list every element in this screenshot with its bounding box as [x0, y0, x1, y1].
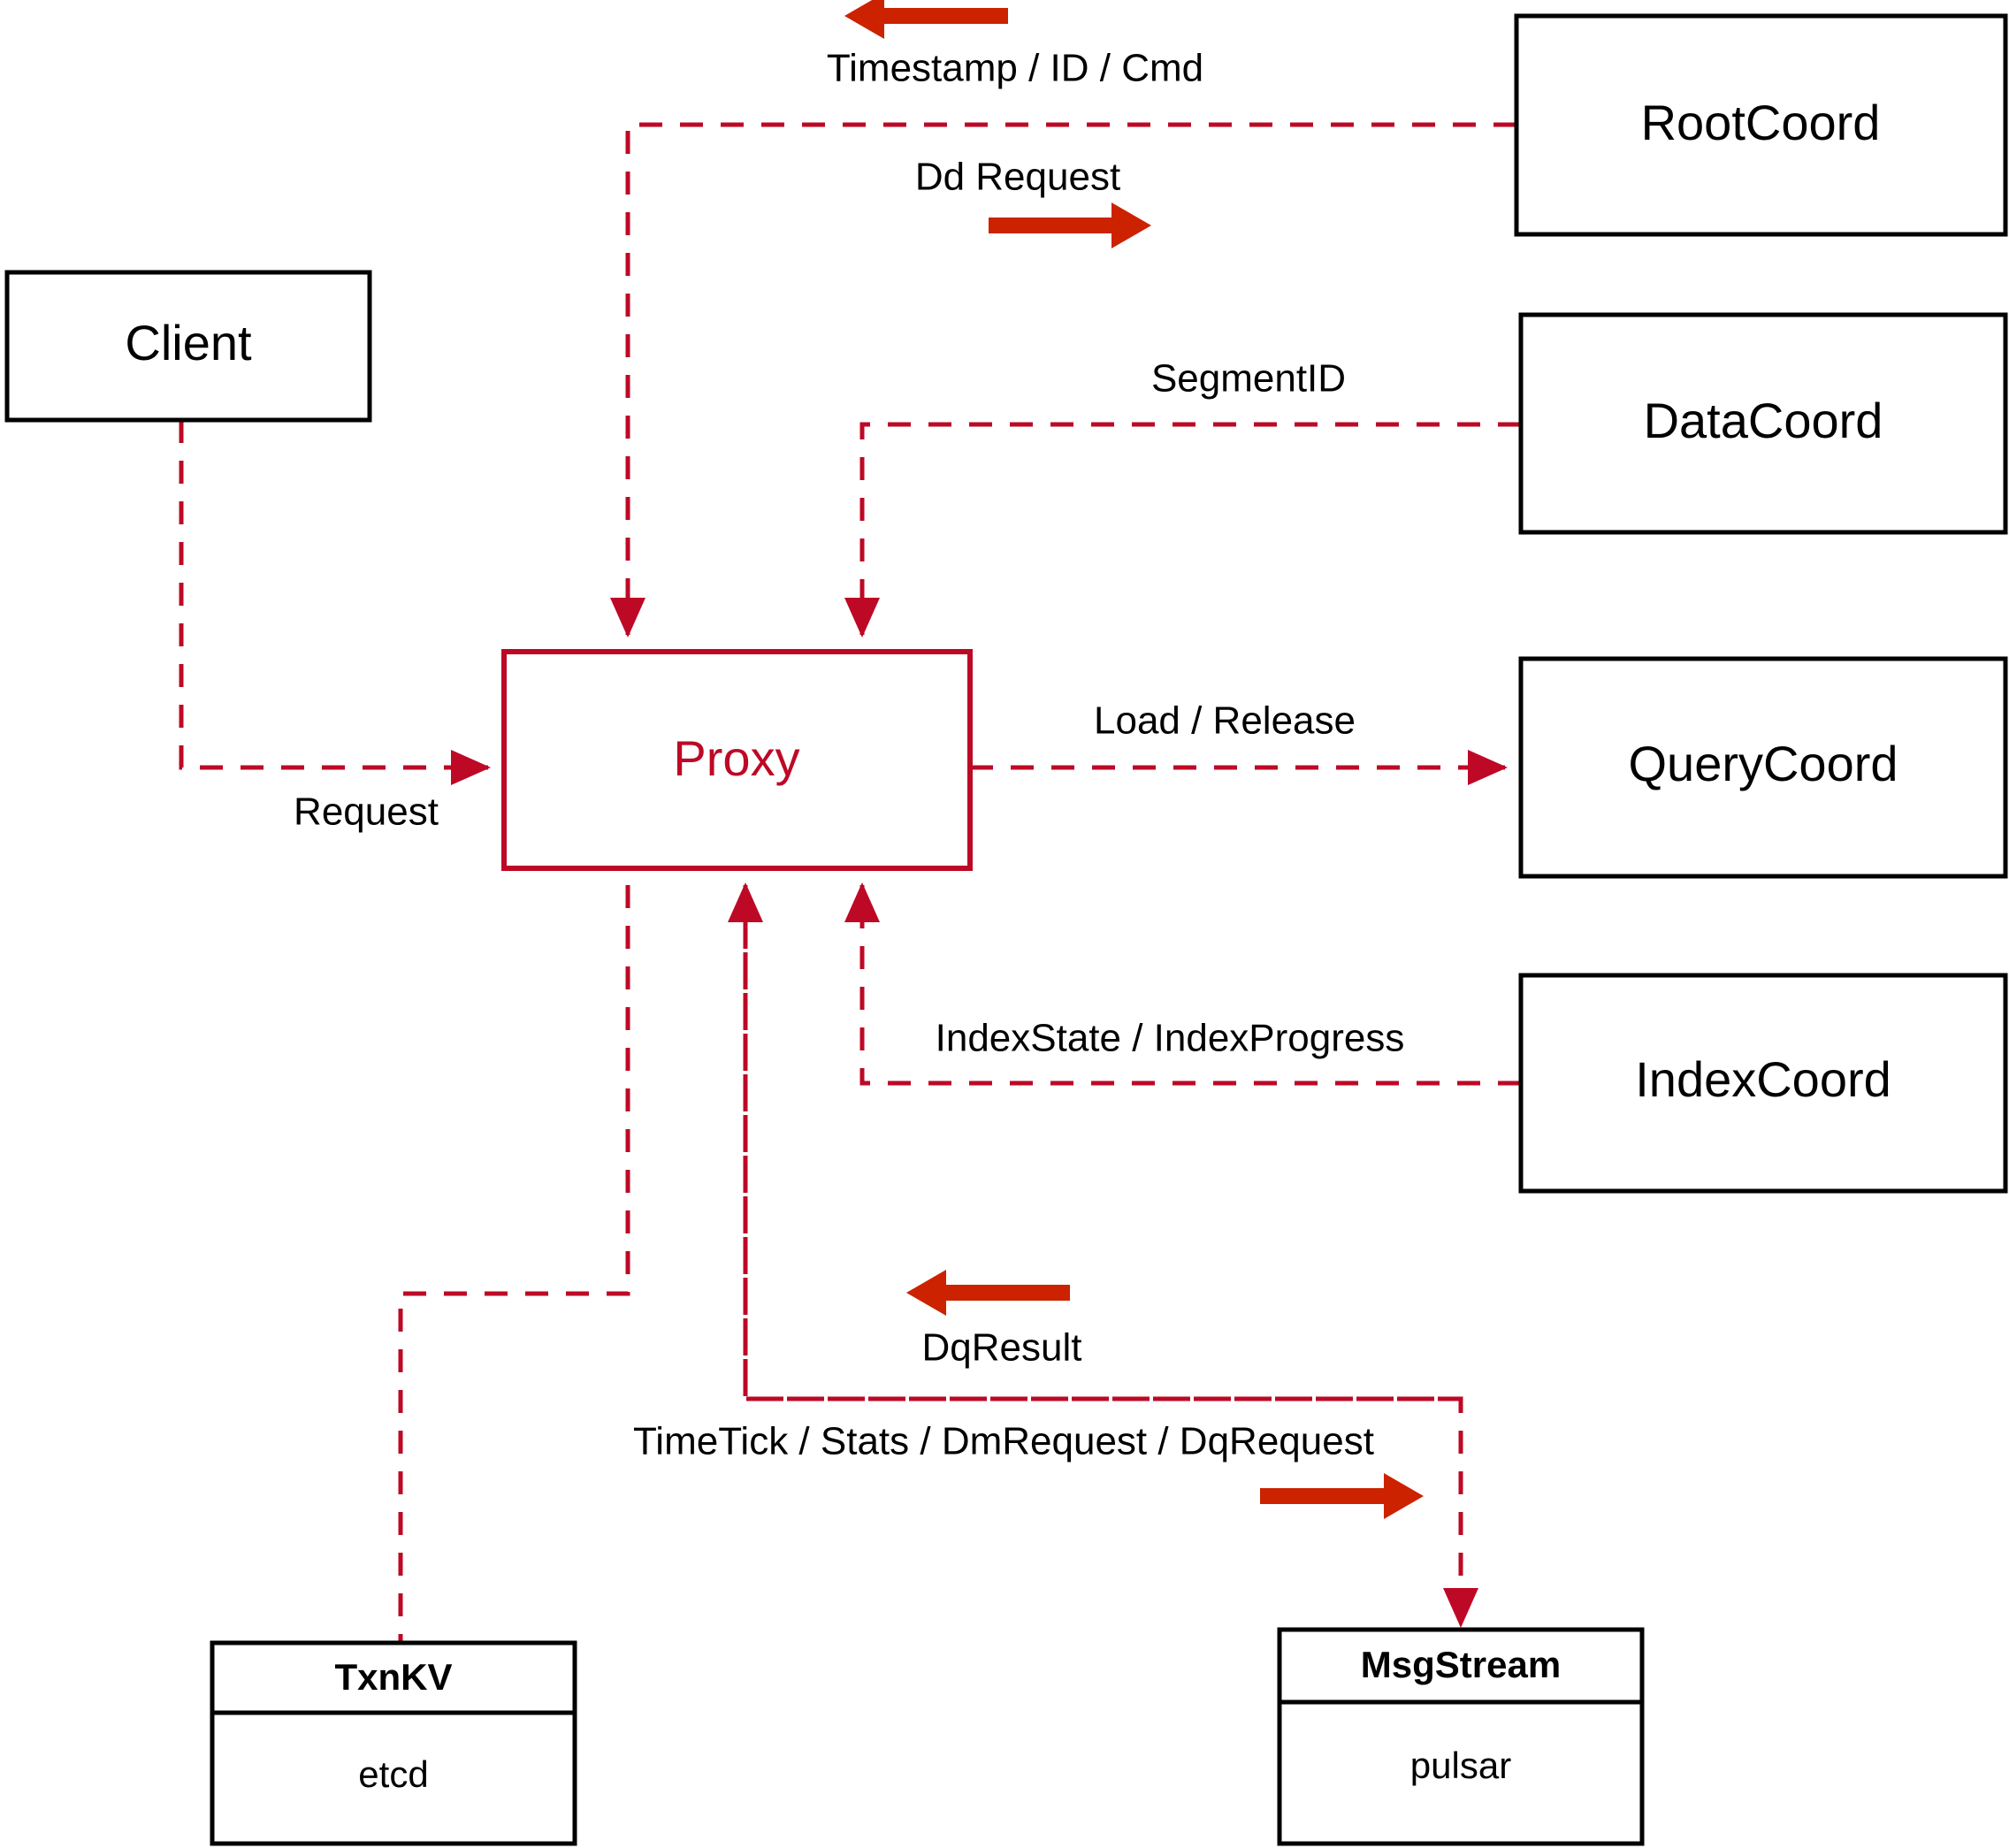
edge-label-segment-id: SegmentID — [1151, 357, 1346, 401]
node-datacoord[interactable]: DataCoord — [1518, 312, 2008, 535]
edge-proxy-to-txnkv — [398, 885, 630, 1643]
edge-proxy-to-msgstream — [743, 885, 1478, 1629]
node-querycoord[interactable]: QueryCoord — [1518, 656, 2008, 879]
edge-label-timestamp-id-cmd: Timestamp / ID / Cmd — [827, 47, 1203, 90]
node-rootcoord-label: RootCoord — [1641, 95, 1881, 150]
flow-arrow-dqresult-left — [906, 1270, 1070, 1316]
flow-arrow-timestamp-left — [844, 0, 1008, 39]
node-proxy[interactable]: Proxy — [501, 649, 973, 871]
node-rootcoord[interactable]: RootCoord — [1514, 13, 2008, 237]
node-client-label: Client — [125, 315, 252, 370]
node-msgstream[interactable]: MsgStream pulsar — [1277, 1627, 1645, 1846]
edge-label-dq-result: DqResult — [922, 1326, 1082, 1370]
edge-label-dd-request: Dd Request — [915, 156, 1120, 199]
node-querycoord-label: QueryCoord — [1628, 736, 1898, 791]
edge-label-load-release: Load / Release — [1094, 699, 1356, 743]
node-indexcoord-label: IndexCoord — [1635, 1051, 1891, 1107]
edge-label-index-state-progress: IndexState / IndexProgress — [936, 1017, 1405, 1060]
flow-arrow-timetick-right — [1260, 1473, 1424, 1519]
edge-indexcoord-to-proxy — [844, 882, 1521, 1086]
node-msgstream-body: pulsar — [1410, 1745, 1511, 1786]
edge-rootcoord-to-proxy — [610, 122, 1516, 638]
node-indexcoord[interactable]: IndexCoord — [1518, 973, 2008, 1194]
node-proxy-label: Proxy — [673, 730, 799, 786]
flow-arrow-ddrequest-right — [989, 202, 1151, 248]
node-client[interactable]: Client — [4, 270, 372, 423]
edge-msgstream-to-proxy — [728, 882, 1461, 1401]
edge-label-request: Request — [294, 790, 439, 834]
edge-label-timetick-stats: TimeTick / Stats / DmRequest / DqRequest — [633, 1420, 1374, 1463]
edge-client-to-proxy — [179, 420, 492, 785]
node-txnkv-header: TxnKV — [334, 1656, 452, 1698]
node-txnkv[interactable]: TxnKV etcd — [210, 1640, 577, 1846]
node-txnkv-body: etcd — [358, 1753, 428, 1795]
edge-datacoord-to-proxy — [844, 422, 1521, 638]
node-msgstream-header: MsgStream — [1361, 1644, 1561, 1685]
node-datacoord-label: DataCoord — [1644, 393, 1883, 448]
